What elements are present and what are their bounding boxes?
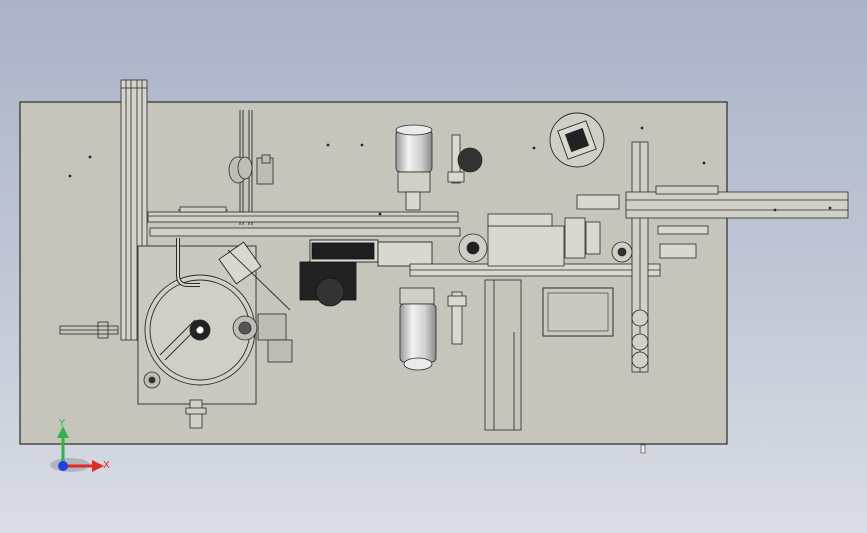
edge-tab [640, 444, 646, 454]
right-vertical-column[interactable] [631, 141, 649, 373]
main-horizontal-rail[interactable] [147, 206, 461, 237]
coordinate-triad-icon: Y X [50, 418, 110, 472]
roller-wheel[interactable] [611, 241, 633, 263]
pulley-wheel[interactable] [228, 154, 274, 185]
rotary-plate-top[interactable] [549, 112, 605, 168]
drive-unit[interactable] [299, 239, 433, 307]
vertical-cylinder-bottom[interactable] [447, 291, 467, 345]
bottom-clamp[interactable] [185, 399, 207, 429]
upper-servo-motor[interactable] [395, 124, 433, 211]
x-axis-label: X [103, 460, 110, 471]
lower-frame[interactable] [484, 279, 522, 431]
y-axis-label: Y [58, 418, 66, 429]
mounting-holes [68, 126, 832, 216]
right-bracket[interactable] [657, 225, 709, 259]
lower-servo-motor[interactable] [399, 287, 437, 371]
left-bracket[interactable] [59, 321, 119, 339]
rotary-motor-wheel[interactable] [232, 313, 293, 363]
control-box[interactable] [542, 287, 614, 337]
conveyor-track[interactable] [409, 213, 661, 277]
output-rail[interactable] [625, 185, 849, 219]
small-wheel[interactable] [143, 371, 161, 389]
vertical-cylinder-top[interactable] [447, 134, 483, 184]
pneumatic-actuator[interactable] [564, 194, 620, 259]
conveyor-gear[interactable] [458, 233, 488, 263]
